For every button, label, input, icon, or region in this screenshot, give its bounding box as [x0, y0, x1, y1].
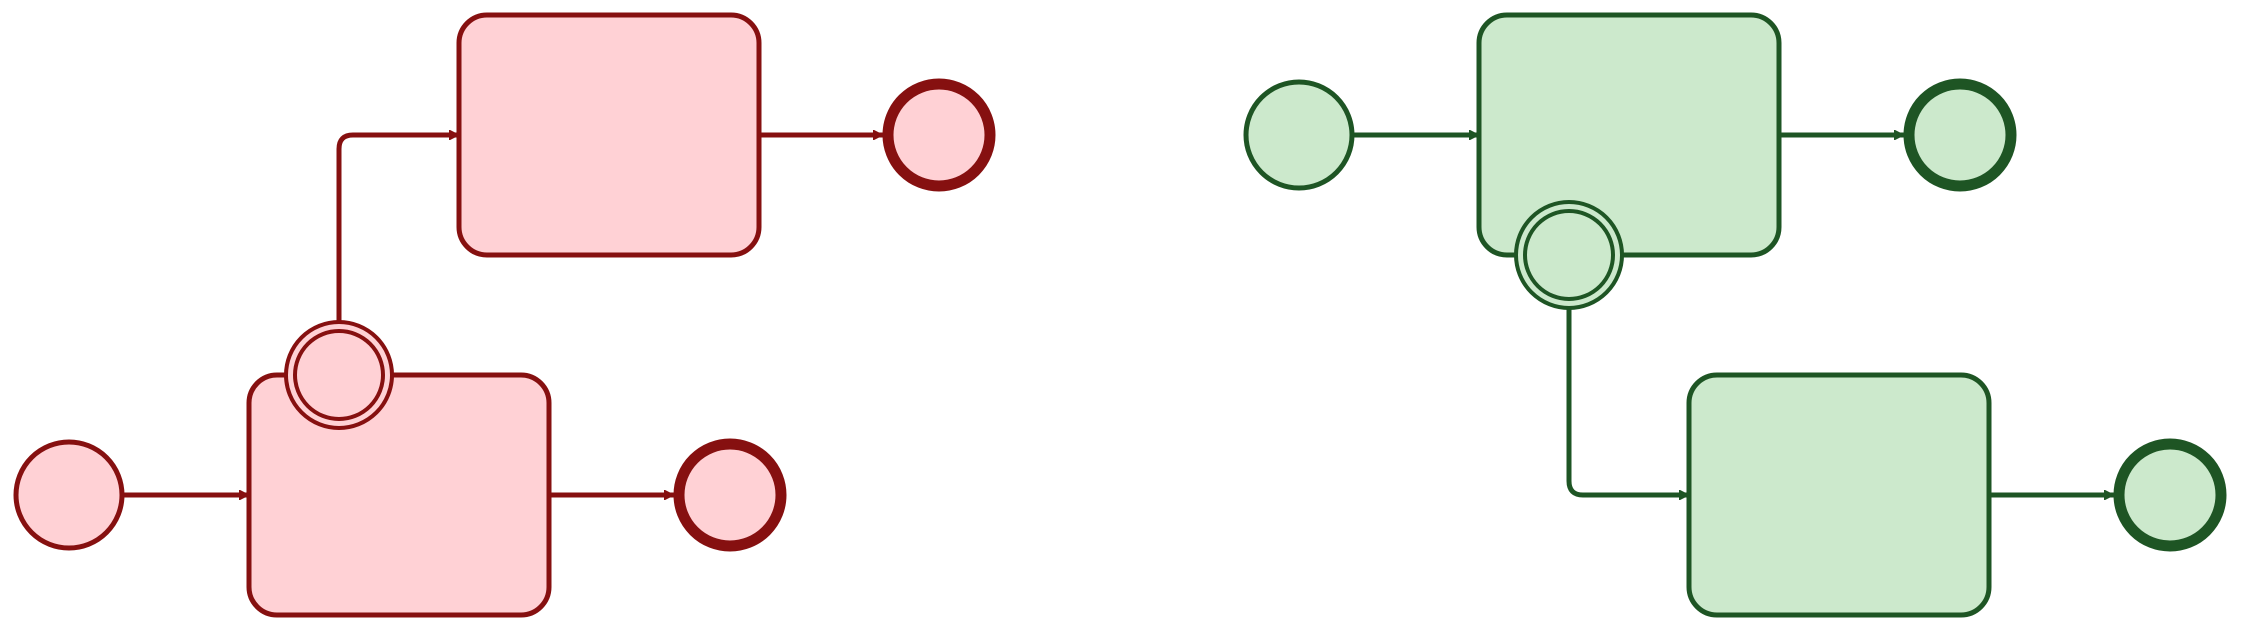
red-task-main[interactable] — [246, 372, 552, 618]
green-end-event-exception[interactable] — [2113, 438, 2227, 552]
red-task-exception[interactable] — [456, 12, 762, 258]
red-flow-boundary-event-to-task-exception[interactable] — [336, 135, 459, 322]
green-flow-boundary-event-to-task-exception[interactable] — [1566, 308, 1689, 495]
green-start-event[interactable] — [1243, 79, 1355, 191]
green-end-event-main[interactable] — [1903, 78, 2017, 192]
green-boundary-event[interactable] — [1514, 200, 1624, 310]
red-end-event-exception[interactable] — [882, 78, 996, 192]
red-diagram — [13, 12, 996, 618]
red-start-event[interactable] — [13, 439, 125, 551]
green-task-main[interactable] — [1476, 12, 1782, 258]
green-task-exception[interactable] — [1686, 372, 1992, 618]
red-end-event-main[interactable] — [673, 438, 787, 552]
green-diagram — [1243, 12, 2227, 618]
red-boundary-event[interactable] — [284, 320, 394, 430]
